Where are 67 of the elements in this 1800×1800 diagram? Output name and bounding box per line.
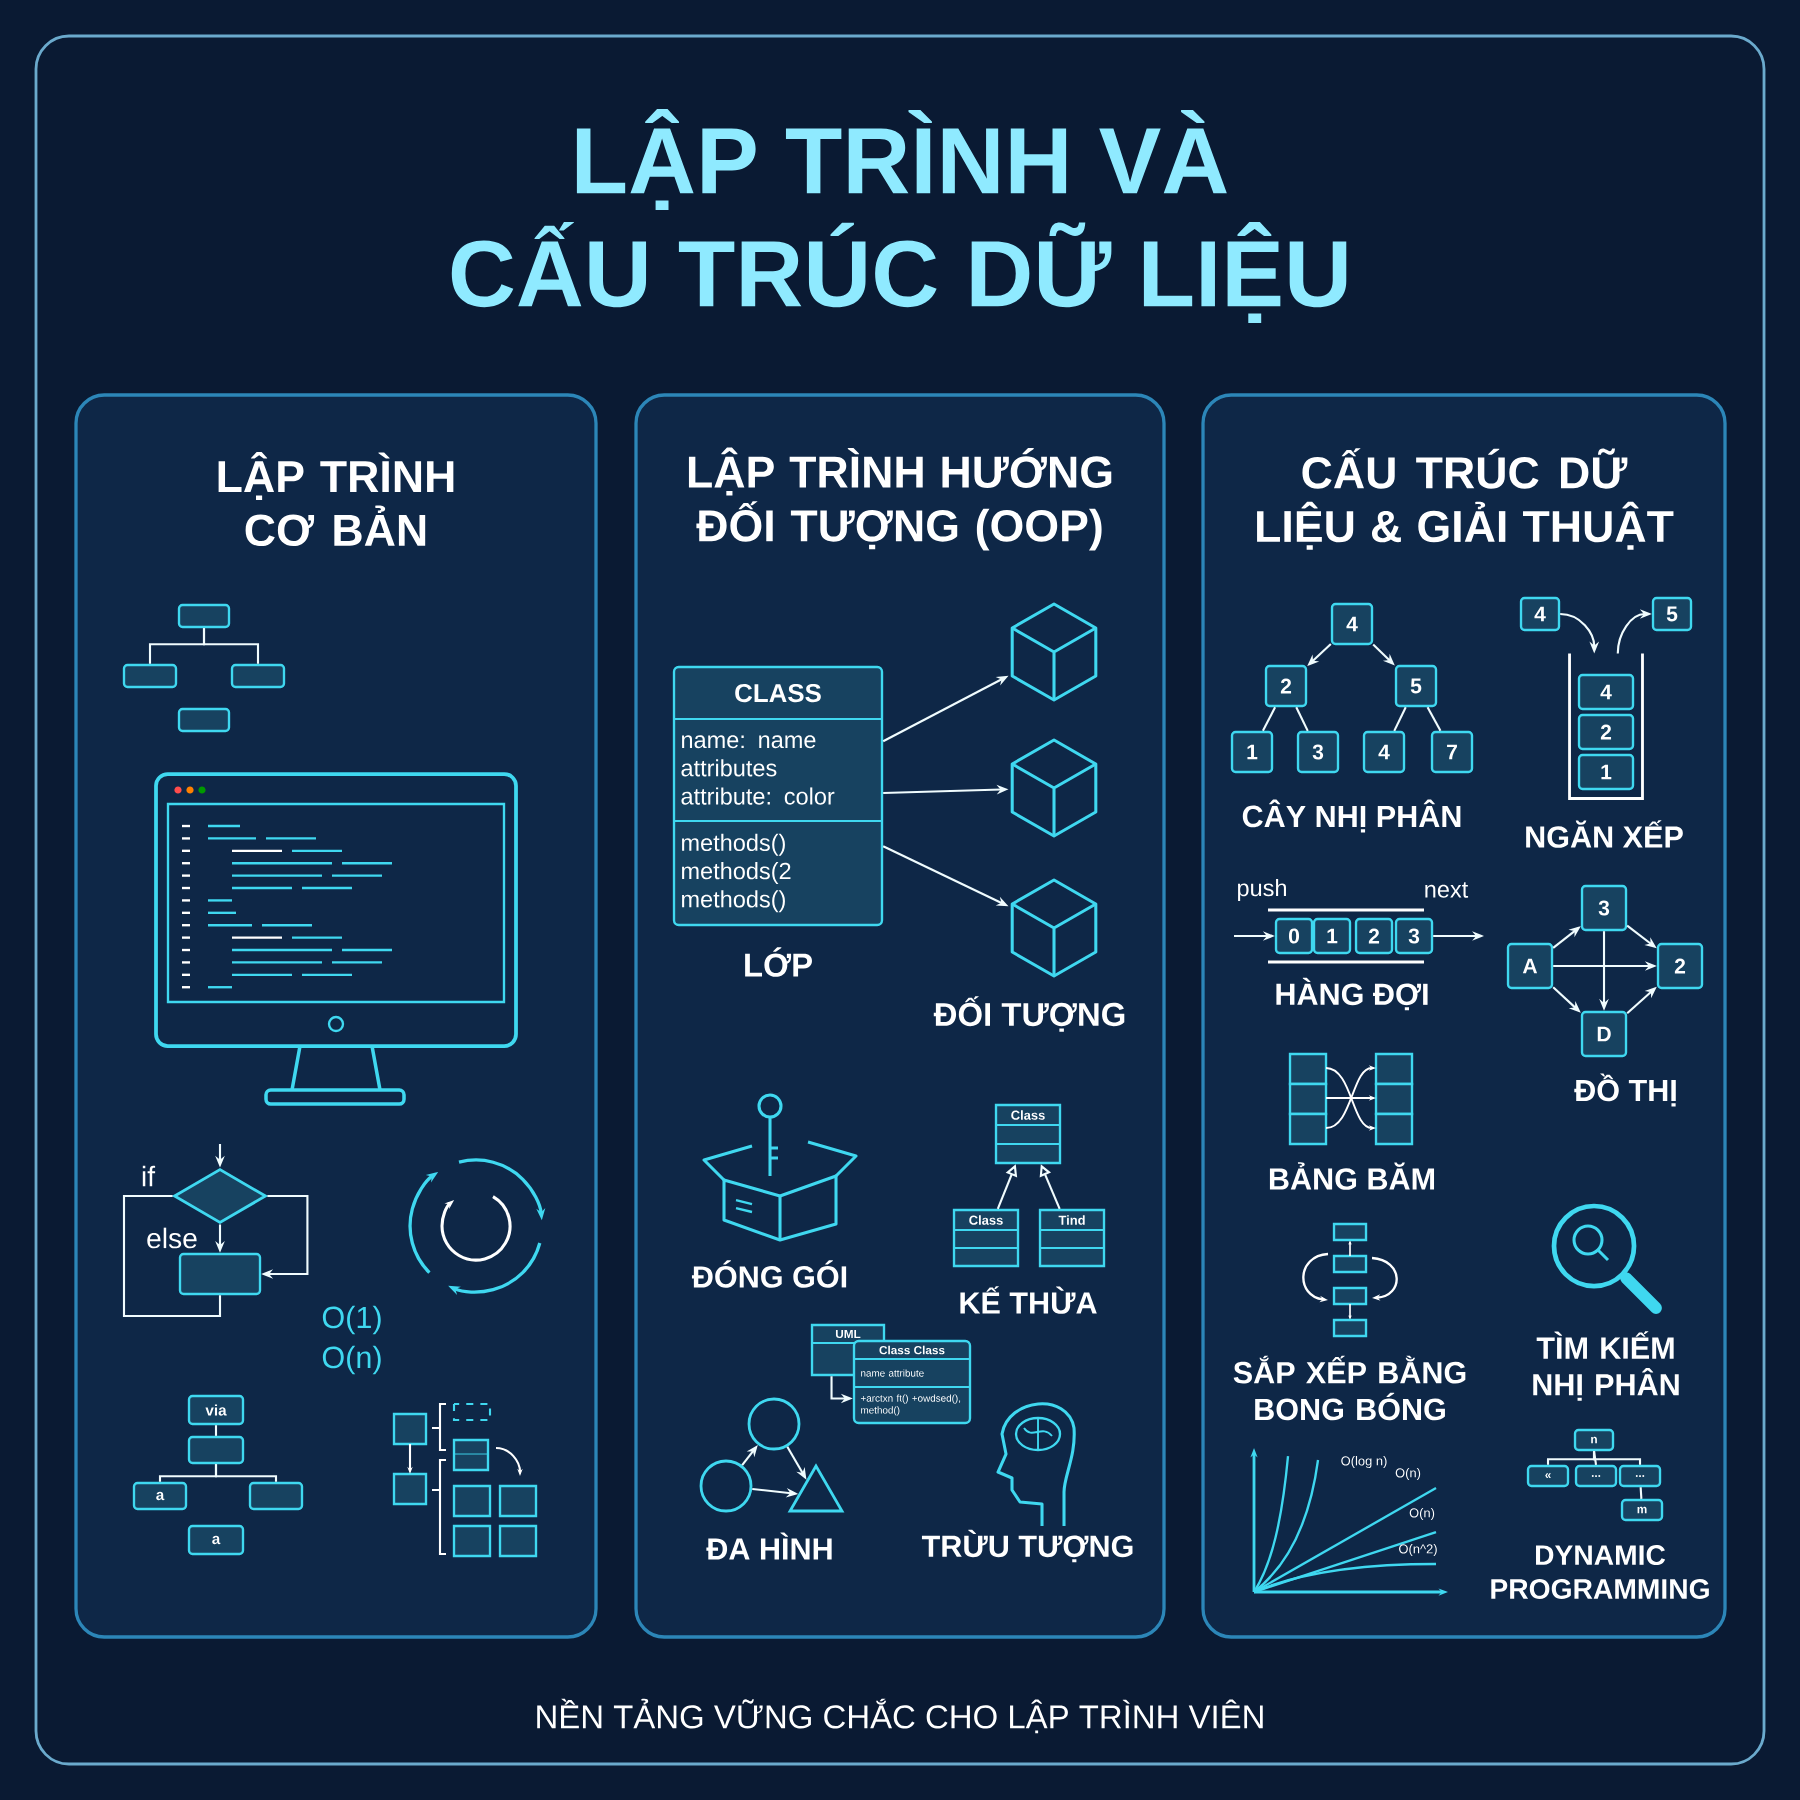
process-box xyxy=(178,1252,262,1296)
caption: ĐÓNG GÓI xyxy=(691,1260,847,1288)
complexity-label: O(n) xyxy=(322,1345,381,1375)
stack-item: 4 xyxy=(1577,673,1635,711)
tree-node: 3 xyxy=(1296,730,1340,774)
graph-node: 3 xyxy=(1580,884,1628,932)
connector-line xyxy=(1295,706,1309,732)
flowchart-box xyxy=(177,603,231,629)
stack-item: 1 xyxy=(1577,753,1635,791)
stack-container xyxy=(1568,653,1644,800)
connector-line xyxy=(1393,706,1407,732)
tree-node: 5 xyxy=(1394,664,1438,708)
circle-shape xyxy=(747,1397,801,1451)
tree-node: 7 xyxy=(1430,730,1474,774)
tree-box xyxy=(187,1435,245,1465)
tree-node: 1 xyxy=(1230,730,1274,774)
graph-node: 2 xyxy=(1656,942,1704,990)
graph-node: D xyxy=(1580,1010,1628,1058)
branch-label: if xyxy=(142,1165,156,1187)
connector-line xyxy=(1426,706,1442,732)
connector-line xyxy=(214,1425,218,1436)
stack-item: 2 xyxy=(1577,713,1635,751)
queue-cell: 1 xyxy=(1312,917,1352,955)
stack-item: 4 xyxy=(1519,596,1561,632)
queue-label: next xyxy=(1425,882,1469,898)
graph-node: A xyxy=(1506,942,1554,990)
stack-item: 5 xyxy=(1651,596,1693,632)
object-cube xyxy=(1010,602,1098,702)
class-box: CLASS name: name attributes attribute: color methods() methods(2 methods() xyxy=(672,665,884,927)
caption: ĐA HÌNH xyxy=(706,1532,832,1560)
object-cube xyxy=(1010,878,1098,978)
flowchart-box xyxy=(230,663,286,689)
circle-shape xyxy=(699,1459,753,1513)
connector-line xyxy=(1592,1451,1642,1465)
queue-cell: 3 xyxy=(1394,917,1434,955)
node-label: ĐỐI TƯỢNG xyxy=(933,996,1125,1032)
tree-node: 4 xyxy=(1362,730,1406,774)
queue-label: push xyxy=(1238,879,1286,901)
connector-line xyxy=(202,628,260,664)
node-label: LỚP xyxy=(745,947,812,977)
caption: SẮP XẾP BẰNG BONG BÓNG xyxy=(1233,1355,1466,1421)
connector-line xyxy=(122,1194,222,1318)
caption: TÌM KIẾM NHỊ PHÂN xyxy=(1533,1331,1679,1401)
tree-node: 4 xyxy=(1330,602,1374,646)
flowchart-box xyxy=(122,663,178,689)
connector-line xyxy=(1261,706,1277,732)
flowchart-box xyxy=(177,707,231,733)
connector-line xyxy=(1592,1451,1598,1465)
caption: DYNAMIC PROGRAMMING xyxy=(1491,1545,1709,1599)
branch-label: else xyxy=(147,1227,197,1249)
caption: BẢNG BĂM xyxy=(1269,1162,1435,1190)
caption: CÂY NHỊ PHÂN xyxy=(1242,799,1461,833)
caption: ĐỒ THỊ xyxy=(1574,1073,1676,1107)
caption: NGĂN XẾP xyxy=(1526,820,1683,848)
complexity-label: O(1) xyxy=(322,1305,381,1335)
tree-box xyxy=(248,1481,304,1511)
tree-node: 2 xyxy=(1264,664,1308,708)
caption: KẾ THỪA xyxy=(960,1286,1097,1314)
connector-line xyxy=(214,1464,278,1482)
title: LẬP TRÌNH VÀ CẤU TRÚC DỮ LIỆU xyxy=(451,108,1347,324)
object-cube xyxy=(1010,738,1098,838)
connector-line xyxy=(1639,1487,1643,1499)
caption: TRỪU TƯỢNG xyxy=(921,1529,1133,1563)
caption: HÀNG ĐỢI xyxy=(1276,977,1428,1011)
queue-cell: 2 xyxy=(1354,917,1394,955)
queue-cell: 0 xyxy=(1274,917,1314,955)
footer-caption: NỀN TẢNG VỮNG CHẮC CHO LẬP TRÌNH VIÊN xyxy=(537,1698,1263,1734)
